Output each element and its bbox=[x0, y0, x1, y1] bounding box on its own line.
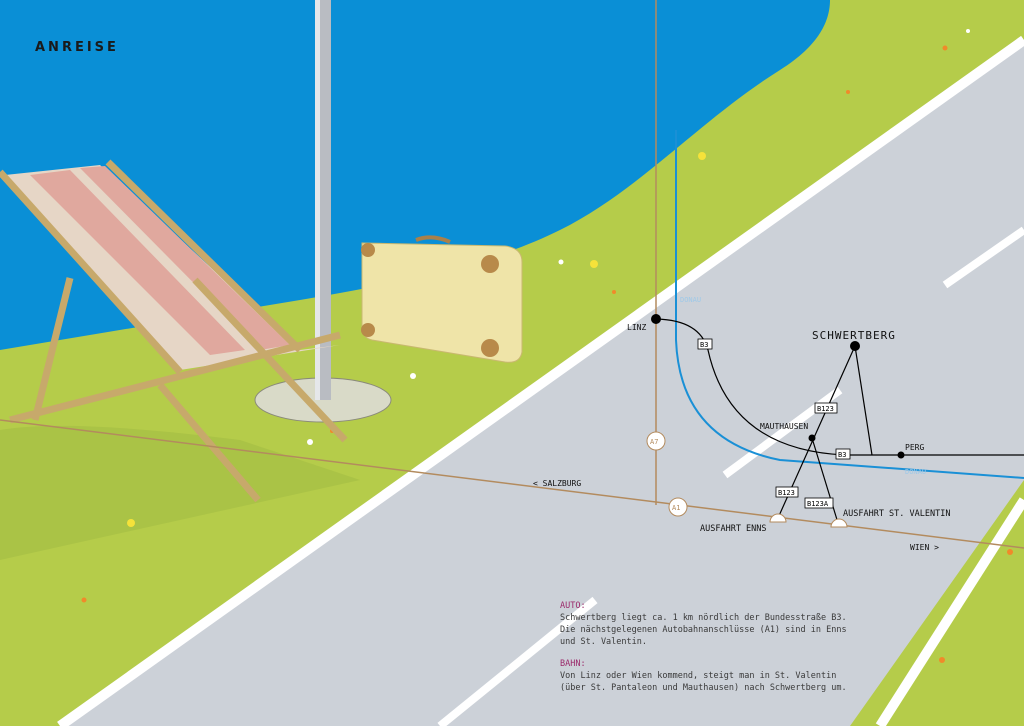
sign-b3-a: B3 bbox=[697, 338, 713, 350]
road-edge-right bbox=[875, 497, 1024, 726]
sign-a1: A1 bbox=[668, 497, 688, 517]
svg-text:A1: A1 bbox=[672, 504, 680, 512]
info-auto-line: Schwertberg liegt ca. 1 km nördlich der … bbox=[560, 613, 847, 623]
label-exit-st-valentin: AUSFAHRT ST. VALENTIN bbox=[843, 509, 950, 519]
info-auto: AUTO: Schwertberg liegt ca. 1 km nördlic… bbox=[560, 600, 860, 648]
road-edge-left bbox=[57, 35, 1024, 726]
label-donau-bottom: DONAU bbox=[905, 468, 926, 476]
motorway-a1-line bbox=[0, 419, 1024, 549]
sign-b123a: B123A bbox=[804, 497, 834, 509]
svg-text:B123: B123 bbox=[817, 405, 834, 413]
exit-enns-marker bbox=[769, 513, 787, 523]
info-bahn: BAHN: Von Linz oder Wien kommend, steigt… bbox=[560, 658, 860, 694]
label-perg: PERG bbox=[905, 443, 924, 452]
sign-b123-a: B123 bbox=[814, 402, 838, 414]
svg-text:A7: A7 bbox=[650, 438, 658, 446]
svg-text:B123A: B123A bbox=[807, 500, 829, 508]
node-schwertberg bbox=[850, 341, 860, 351]
info-auto-line: und St. Valentin. bbox=[560, 637, 647, 647]
node-mauthausen bbox=[808, 434, 816, 442]
flowers bbox=[81, 29, 1013, 663]
label-linz: LINZ bbox=[627, 323, 646, 332]
page-title: ANREISE bbox=[35, 40, 119, 55]
sign-b123-b: B123 bbox=[775, 486, 799, 498]
label-schwertberg: SCHWERTBERG bbox=[812, 329, 896, 342]
label-mauthausen: MAUTHAUSEN bbox=[760, 422, 808, 431]
exit-st-valentin-marker bbox=[830, 518, 848, 528]
suitcase bbox=[361, 235, 523, 363]
label-salzburg: < SALZBURG bbox=[533, 479, 581, 488]
info-bahn-line: (über St. Pantaleon und Mauthausen) nach… bbox=[560, 683, 847, 693]
svg-text:B3: B3 bbox=[700, 341, 708, 349]
lane-dash bbox=[942, 226, 1024, 289]
sign-a7: A7 bbox=[646, 431, 666, 451]
info-auto-heading: AUTO: bbox=[560, 601, 586, 611]
danube-river bbox=[675, 130, 1024, 479]
lane-dash bbox=[437, 596, 598, 726]
node-linz bbox=[651, 314, 661, 324]
deck-chair bbox=[0, 159, 348, 503]
info-bahn-heading: BAHN: bbox=[560, 659, 586, 669]
info-bahn-line: Von Linz oder Wien kommend, steigt man i… bbox=[560, 671, 837, 681]
label-donau-top: DONAU bbox=[680, 296, 701, 304]
svg-text:B3: B3 bbox=[838, 451, 846, 459]
svg-text:B123: B123 bbox=[778, 489, 795, 497]
label-wien: WIEN > bbox=[910, 543, 939, 552]
info-auto-line: Die nächstgelegenen Autobahnanschlüsse (… bbox=[560, 625, 847, 635]
travel-info: AUTO: Schwertberg liegt ca. 1 km nördlic… bbox=[560, 600, 860, 704]
sign-b3-b: B3 bbox=[835, 448, 851, 460]
grass-shadow bbox=[0, 425, 360, 560]
node-perg bbox=[897, 451, 905, 459]
label-exit-enns: AUSFAHRT ENNS bbox=[700, 524, 767, 534]
